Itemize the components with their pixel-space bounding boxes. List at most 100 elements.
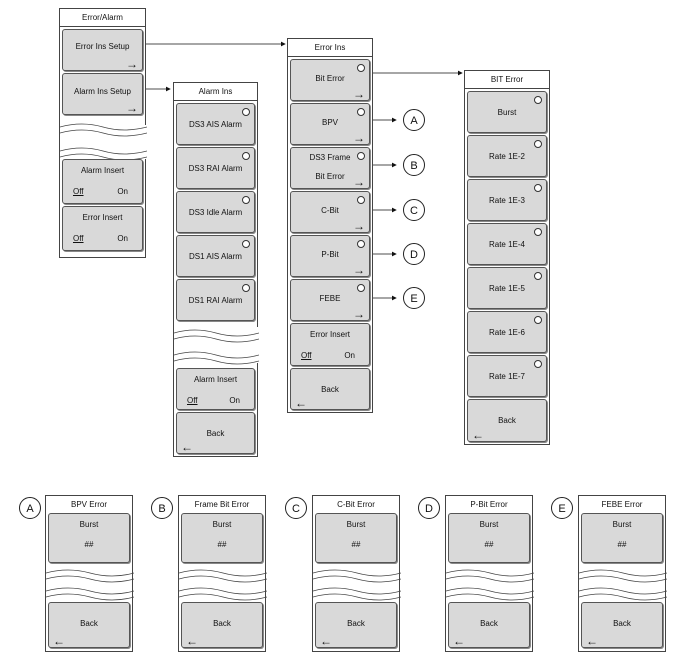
bpv-key[interactable]: BPV → [290, 103, 370, 145]
rate-1e-7-key[interactable]: Rate 1E-7 [467, 355, 547, 397]
back-key[interactable]: Back ← [48, 602, 130, 648]
indicator-icon [534, 184, 542, 192]
break-gap-icon [46, 569, 134, 601]
ds3-idle-alarm-key[interactable]: DS3 Idle Alarm [176, 191, 255, 233]
indicator-icon [534, 96, 542, 104]
burst-key[interactable]: Burst ## [181, 513, 263, 563]
back-key[interactable]: Back ← [448, 602, 530, 648]
error-alarm-menu: Error/Alarm Error Ins Setup → Alarm Ins … [59, 8, 147, 258]
key-label: Error Ins Setup [75, 42, 130, 51]
indicator-icon [357, 64, 365, 72]
key-label: Bit Error [315, 172, 345, 181]
key-label: Back [321, 385, 339, 394]
burst-key[interactable]: Burst ## [48, 513, 130, 563]
key-label: Back [613, 619, 631, 628]
submenu-arrow-icon: → [126, 57, 138, 71]
menu-title: C-Bit Error [337, 500, 375, 509]
back-key[interactable]: Back ← [581, 602, 663, 648]
back-arrow-icon: ← [453, 634, 465, 648]
key-label: Back [80, 619, 98, 628]
back-key[interactable]: Back ← [315, 602, 397, 648]
break-gap-icon [446, 569, 534, 601]
indicator-icon [242, 196, 250, 204]
submenu-arrow-icon: → [353, 175, 365, 189]
p-bit-error-menu: P-Bit Error Burst ## Back ← [445, 495, 534, 652]
rate-1e-5-key[interactable]: Rate 1E-5 [467, 267, 547, 309]
back-key[interactable]: Back ← [290, 368, 370, 410]
back-key[interactable]: Back ← [176, 412, 255, 454]
menu-title: Alarm Ins [174, 83, 257, 101]
callout-a: A [403, 109, 425, 131]
indicator-icon [534, 140, 542, 148]
ds1-ais-alarm-key[interactable]: DS1 AIS Alarm [176, 235, 255, 277]
menu-title: FEBE Error [601, 500, 643, 509]
back-arrow-icon: ← [586, 634, 598, 648]
error-insert-key[interactable]: Error Insert Off On [290, 323, 370, 366]
rate-1e-3-key[interactable]: Rate 1E-3 [467, 179, 547, 221]
on-option: On [344, 351, 355, 360]
key-label: Rate 1E-6 [488, 328, 526, 337]
burst-key[interactable]: Burst ## [448, 513, 530, 563]
c-bit-key[interactable]: C-Bit→ [290, 191, 370, 233]
key-label: Burst [612, 520, 632, 529]
rate-1e-6-key[interactable]: Rate 1E-6 [467, 311, 547, 353]
alarm-insert-key[interactable]: Alarm Insert Off On [62, 159, 143, 204]
key-label: Bit Error [315, 74, 345, 83]
key-label: Burst [346, 520, 366, 529]
back-arrow-icon: ← [320, 634, 332, 648]
key-label: BPV [321, 118, 338, 127]
callout-e: E [403, 287, 425, 309]
on-option: On [117, 234, 128, 243]
burst-key[interactable]: Burst [467, 91, 547, 133]
ds3-rai-alarm-key[interactable]: DS3 RAI Alarm [176, 147, 255, 189]
key-label: Back [498, 416, 516, 425]
menu-title: BIT Error [465, 71, 549, 89]
break-gap-icon [313, 569, 401, 601]
submenu-arrow-icon: → [353, 263, 365, 277]
submenu-arrow-icon: → [353, 131, 365, 145]
error-ins-setup-key[interactable]: Error Ins Setup → [62, 29, 143, 71]
menu-title: Frame Bit Error [194, 500, 250, 509]
indicator-icon [534, 272, 542, 280]
callout-d: D [403, 243, 425, 265]
key-label: DS3 Idle Alarm [188, 208, 243, 217]
key-label: P-Bit [321, 250, 339, 259]
indicator-icon [357, 240, 365, 248]
back-key[interactable]: Back ← [467, 399, 547, 442]
key-label: Rate 1E-4 [488, 240, 526, 249]
ds1-rai-alarm-key[interactable]: DS1 RAI Alarm [176, 279, 255, 321]
key-label: Error Insert [309, 330, 350, 339]
bit-error-menu: BIT Error Burst Rate 1E-2 Rate 1E-3 Rate… [464, 70, 550, 445]
febe-key[interactable]: FEBE→ [290, 279, 370, 321]
back-arrow-icon: ← [472, 428, 484, 442]
back-key[interactable]: Back ← [181, 602, 263, 648]
error-insert-key[interactable]: Error Insert Off On [62, 206, 143, 251]
off-option: Off [73, 187, 84, 196]
p-bit-key[interactable]: P-Bit → [290, 235, 370, 277]
alarm-insert-key[interactable]: Alarm Insert Off On [176, 368, 255, 410]
submenu-arrow-icon: → [353, 87, 365, 101]
key-label: Back [480, 619, 498, 628]
ds3-ais-alarm-key[interactable]: DS3 AIS Alarm [176, 103, 255, 145]
indicator-icon [534, 360, 542, 368]
bit-error-key[interactable]: Bit Error → [290, 59, 370, 101]
off-option: Off [187, 396, 198, 405]
key-label: Burst [212, 520, 232, 529]
burst-key[interactable]: Burst ## [315, 513, 397, 563]
menu-title: P-Bit Error [470, 500, 508, 509]
key-label: DS3 AIS Alarm [189, 120, 242, 129]
indicator-icon [534, 228, 542, 236]
callout-c: C [285, 497, 307, 519]
off-option: Off [301, 351, 312, 360]
submenu-arrow-icon: → [353, 307, 365, 321]
burst-key[interactable]: Burst ## [581, 513, 663, 563]
rate-1e-4-key[interactable]: Rate 1E-4 [467, 223, 547, 265]
alarm-ins-setup-key[interactable]: Alarm Ins Setup → [62, 73, 143, 115]
key-label: Alarm Ins Setup [74, 87, 131, 96]
key-label: Alarm Insert [80, 166, 125, 175]
rate-1e-2-key[interactable]: Rate 1E-2 [467, 135, 547, 177]
menu-title: BPV Error [70, 500, 107, 509]
